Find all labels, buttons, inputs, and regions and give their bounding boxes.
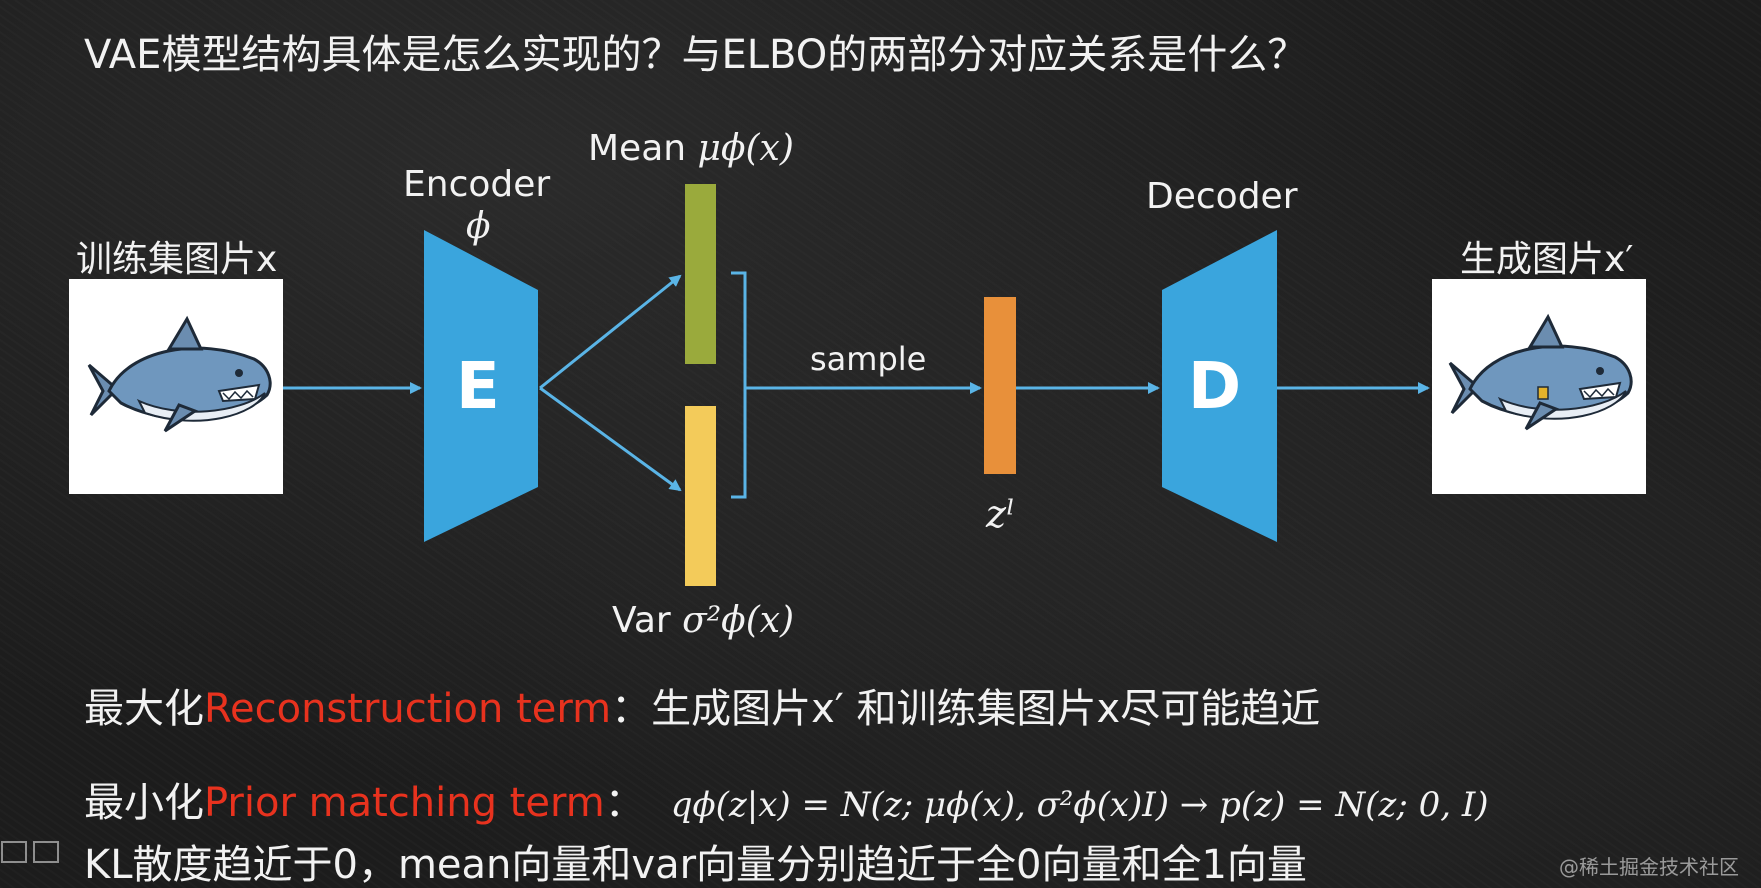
input-image [69,279,283,494]
var-math: σ²ϕ(x) [682,600,795,641]
line1-suffix: ：生成图片x′ 和训练集图片x尽可能趋近 [611,686,1321,732]
generated-shark-icon [1448,313,1633,431]
prior-matching-term: Prior matching term [204,780,605,826]
latent-label: zˡ [986,492,1016,536]
kl-divergence-line: KL散度趋近于0，mean向量和var向量分别趋近于全0向量和全1向量 [84,842,1307,888]
decoder-label: Decoder [1146,176,1298,217]
reconstruction-term: Reconstruction term [204,686,612,732]
prior-matching-line: 最小化Prior matching term： qϕ(z|x) = N(z; μϕ… [84,770,1489,828]
encoder-letter: E [456,350,500,424]
decoder-block [1162,230,1277,542]
latent-vector-bar [984,297,1016,474]
var-label-text: Var [612,600,671,641]
line1-prefix: 最大化 [84,686,204,732]
input-label: 训练集图片x [76,239,278,280]
reconstruction-line: 最大化Reconstruction term：生成图片x′ 和训练集图片x尽可能… [84,676,1320,734]
mean-label-text: Mean [588,128,687,169]
output-label: 生成图片x′ [1460,239,1634,280]
mean-vector-bar [685,184,716,364]
line2-suffix: ： [604,780,645,826]
bracket [731,271,747,499]
player-controls-icon [1,841,59,863]
encoder-to-var-arrow [539,386,682,492]
mean-label: Mean μϕ(x) [588,128,794,169]
sample-label: sample [810,340,927,378]
encoder-block [424,230,538,542]
slide-title: VAE模型结构具体是怎么实现的？与ELBO的两部分对应关系是什么？ [84,32,1308,78]
prior-matching-formula: qϕ(z|x) = N(z; μϕ(x), σ²ϕ(x)I) → p(z) = … [670,785,1489,825]
line2-prefix: 最小化 [84,780,204,826]
var-vector-bar [685,406,716,586]
var-label: Var σ²ϕ(x) [612,600,794,641]
shark-icon [87,315,272,433]
watermark: @稀土掘金技术社区 [1559,855,1739,879]
output-image [1432,279,1646,494]
encoder-label: Encoder [403,164,551,205]
video-player-icon[interactable] [0,832,70,872]
mean-math: μϕ(x) [697,128,794,169]
encoder-param: ϕ [466,206,491,247]
encoder-to-mean-arrow [539,274,682,390]
decoder-letter: D [1188,350,1242,424]
